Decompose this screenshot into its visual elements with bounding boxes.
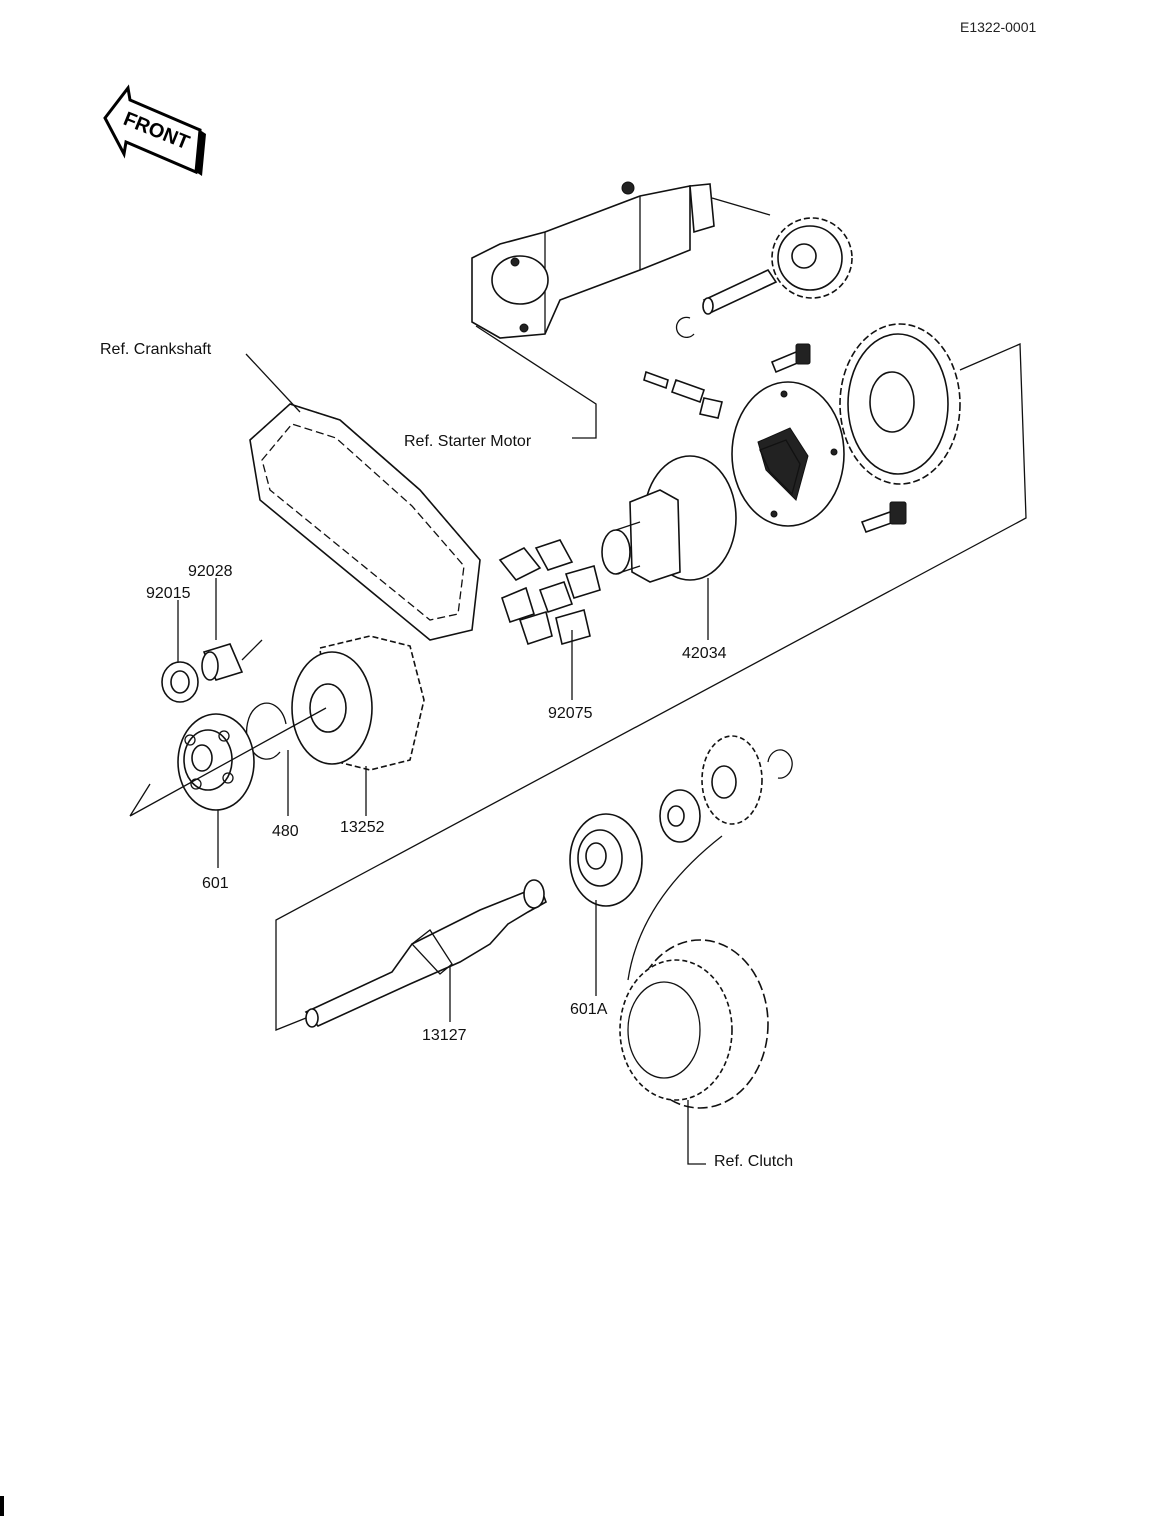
bearing-601A-icon: [569, 813, 643, 907]
clutch-housing-icon: [619, 939, 769, 1109]
sprocket-to-clutch-arrow: [627, 835, 723, 981]
one-way-clutch-rollers-icon: [498, 539, 601, 646]
output-shaft-icon: [304, 879, 547, 1028]
circlip-480-icon: [246, 702, 287, 760]
bolt-upper-icon: [770, 343, 811, 374]
e-clip-icon: [675, 316, 695, 338]
primary-drive-sprocket-icon: [701, 735, 763, 825]
starter-sprocket-icon: [839, 323, 961, 485]
part-number-92075: 92075: [548, 705, 593, 722]
part-number-92028: 92028: [188, 563, 233, 580]
collar-92028-icon: [201, 643, 244, 681]
drive-chain-icon: [249, 403, 481, 641]
bolt-lower-icon: [860, 501, 907, 534]
assembly-frame-outline: [275, 343, 1027, 1031]
part-number-480: 480: [272, 823, 299, 840]
scan-edge-mark: [0, 1496, 4, 1516]
idle-shaft-icon: [702, 268, 778, 315]
collar-arrow: [241, 639, 263, 661]
snap-ring-icon: [767, 749, 793, 779]
pin-set-icon: [643, 370, 723, 419]
part-number-13127: 13127: [422, 1027, 467, 1044]
ref-crankshaft-label: Ref. Crankshaft: [100, 341, 212, 358]
thrust-washer-icon: [659, 789, 701, 843]
part-number-601A: 601A: [570, 1001, 608, 1018]
starter-clutch-gear-icon: [601, 455, 737, 583]
part-number-42034: 42034: [682, 645, 727, 662]
front-arrow-icon: FRONT: [103, 84, 206, 176]
part-number-13252: 13252: [340, 819, 385, 836]
part-number-601: 601: [202, 875, 229, 892]
ref-starter-motor-label: Ref. Starter Motor: [404, 433, 532, 450]
idle-gear-arrow: [711, 197, 771, 216]
crankshaft-leader: [245, 353, 301, 413]
ref-clutch-label: Ref. Clutch: [714, 1153, 793, 1170]
starter-idle-gear-icon: [771, 217, 853, 299]
starter-motor-icon: [471, 181, 715, 339]
nut-92015-icon: [161, 661, 199, 703]
shaft-axis-arrow: [129, 707, 327, 817]
secondary-gear-icon: [291, 635, 425, 771]
starter-clutch-body-icon: [731, 381, 845, 527]
clutch-leader: [687, 1100, 706, 1165]
bearing-601-icon: [177, 713, 255, 811]
part-number-92015: 92015: [146, 585, 191, 602]
diagram-code: E1322-0001: [960, 19, 1037, 35]
starter-motor-leader: [475, 325, 597, 439]
